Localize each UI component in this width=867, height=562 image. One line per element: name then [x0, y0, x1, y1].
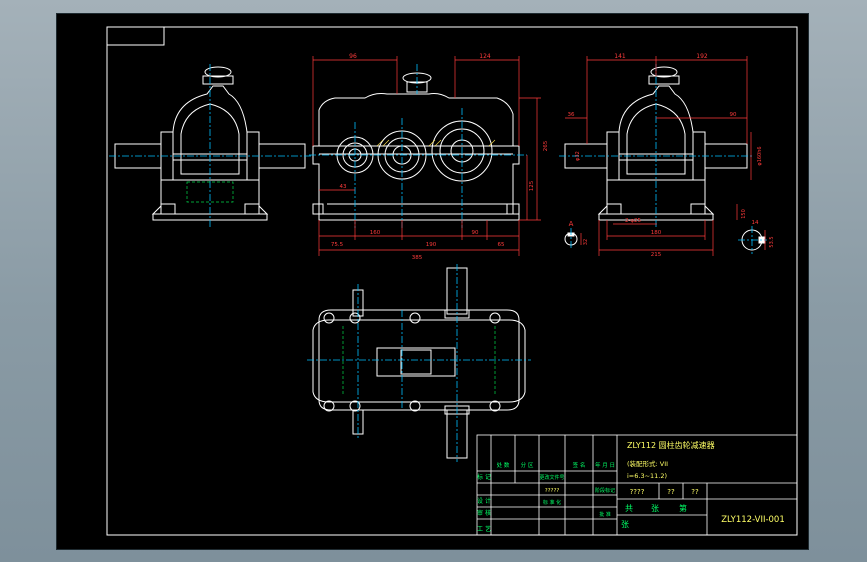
front-view-hatch — [376, 139, 496, 147]
top-view-hidden — [342, 326, 496, 396]
title-qty-b: ?? — [691, 488, 699, 496]
front-view-dimensions — [312, 56, 541, 256]
right-hole-label: 2-φ25 — [625, 218, 642, 224]
front-view — [312, 72, 520, 221]
front-dim-bottom-5: 65 — [498, 242, 505, 248]
gearbox-drawing: 96 124 75.5 160 190 90 65 385 43 265 125 141 192 90 36… — [106, 26, 798, 536]
title-line-3: i=6.3~11.2) — [627, 472, 667, 480]
title-qty-a: ?? — [667, 488, 675, 496]
right-dim-small: 36 — [568, 112, 575, 118]
front-dim-bottom-3: 190 — [426, 242, 437, 248]
front-overall-length: 385 — [412, 255, 423, 261]
title-model-name: ZLY112 圆柱齿轮减速器 — [627, 440, 715, 450]
right-dim-vertical-2: 150 — [741, 209, 747, 219]
right-view-centerlines — [559, 64, 767, 254]
left-view-centerlines — [109, 64, 311, 228]
col-date: 年 月 日 — [595, 461, 615, 469]
title-scale: ???? — [630, 488, 645, 496]
title-block — [476, 434, 798, 536]
right-view-dimensions — [565, 56, 766, 256]
row-review: 审 核 — [477, 509, 491, 517]
right-dim-vertical-3: φ32 — [575, 151, 581, 161]
right-dim-bottom-2: 215 — [651, 252, 662, 258]
col-change-doc: 更改文件号 — [539, 474, 564, 481]
col-count: 处 数 — [497, 461, 510, 469]
front-dim-bottom-2: 160 — [370, 230, 381, 236]
section-a-dim: 32 — [583, 239, 589, 245]
col-zone: 分 区 — [521, 461, 534, 469]
left-view-hidden — [186, 181, 234, 203]
drawing-number: ZLY112-VII-001 — [721, 515, 785, 525]
front-dim-top-left: 96 — [349, 53, 357, 60]
date-placeholder: ????? — [545, 488, 560, 494]
approve-label: 批 准 — [599, 511, 611, 518]
front-center-height: 43 — [340, 184, 347, 190]
row-process: 工 艺 — [477, 525, 491, 533]
col-signature: 签 名 — [573, 461, 586, 469]
std-label: 标 准 化 — [543, 499, 561, 506]
front-dim-top-right: 124 — [479, 53, 491, 60]
title-line-2: (装配形式: VII — [627, 459, 668, 468]
sheet-mark-no: 第 — [679, 503, 687, 513]
section-b-label: 14 — [752, 220, 759, 226]
stage-label: 阶段标记 — [595, 487, 615, 494]
front-dim-bottom-1: 75.5 — [331, 242, 344, 248]
top-view — [312, 267, 526, 459]
sheet-mark-total: 共 — [625, 504, 633, 513]
right-dim-bottom-1: 180 — [651, 230, 662, 236]
row-design: 设 计 — [477, 497, 491, 505]
section-a-label: A — [569, 220, 574, 228]
drawing-sheet: 96 124 75.5 160 190 90 65 385 43 265 125 141 192 90 36… — [57, 14, 808, 549]
right-dim-offset: 90 — [730, 112, 737, 118]
right-dim-vertical-1: φ160h6 — [757, 146, 763, 165]
right-dim-top-left: 141 — [614, 53, 626, 60]
front-dim-height: 265 — [543, 140, 549, 151]
right-dim-top-right: 192 — [696, 53, 708, 60]
sheet-mark-sheets: 张 — [651, 504, 659, 513]
drawing-frame — [106, 26, 798, 536]
front-dim-bottom-4: 90 — [472, 230, 479, 236]
section-b-dim: 53.5 — [769, 236, 775, 247]
top-view-centerlines — [307, 264, 531, 462]
sheet-mark-sheet: 张 — [621, 520, 629, 529]
front-view-centerlines — [309, 64, 527, 228]
right-side-view — [564, 66, 766, 251]
front-dim-center: 125 — [529, 180, 535, 191]
row-mark: 标 记 — [477, 473, 491, 481]
